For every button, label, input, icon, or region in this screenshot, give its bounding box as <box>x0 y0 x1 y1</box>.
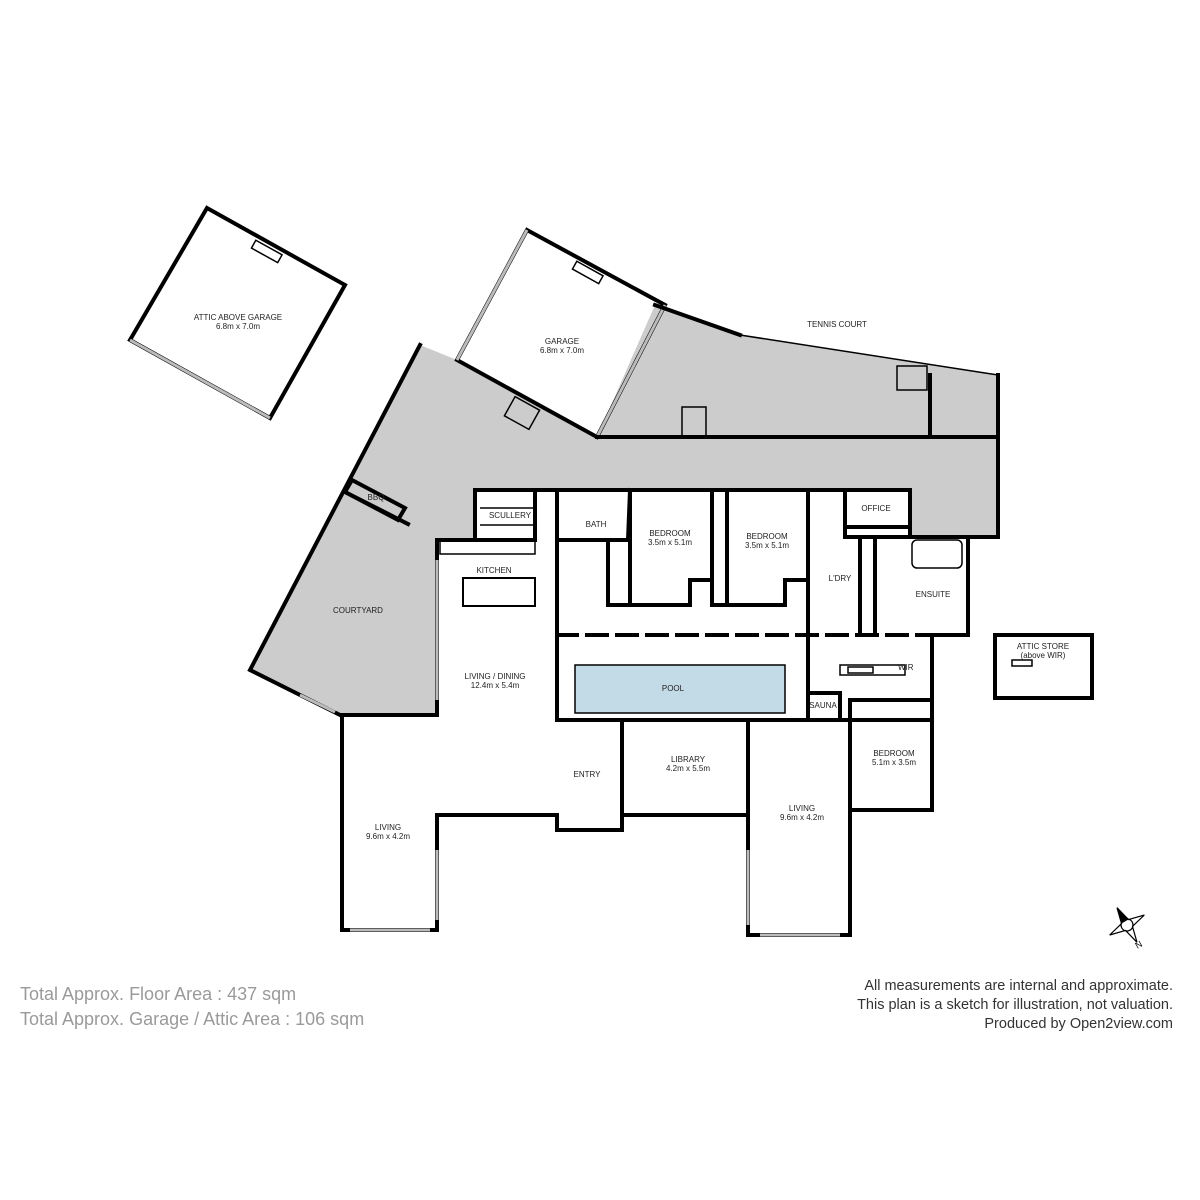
room-label: SCULLERY <box>489 511 532 520</box>
room-size: 3.5m x 5.1m <box>745 541 789 550</box>
room-label: COURTYARD <box>333 606 383 615</box>
svg-text:N: N <box>1133 939 1144 951</box>
room-size: 5.1m x 3.5m <box>872 758 916 767</box>
room-label: WIR <box>898 663 914 672</box>
room-label: ATTIC ABOVE GARAGE <box>194 313 282 322</box>
room-label: LIVING <box>789 804 815 813</box>
room-label: OFFICE <box>861 504 890 513</box>
disclaimer-line-2: This plan is a sketch for illustration, … <box>857 997 1173 1013</box>
room-label: LIBRARY <box>671 755 706 764</box>
room-size: 4.2m x 5.5m <box>666 764 710 773</box>
room-label: POOL <box>662 684 685 693</box>
room-size: 6.8m x 7.0m <box>216 322 260 331</box>
kitchen-island <box>462 577 536 607</box>
room-size: 9.6m x 4.2m <box>366 832 410 841</box>
pool <box>574 664 786 714</box>
bathtub-icon <box>911 539 963 569</box>
produced-by-text: Produced by Open2view.com <box>984 1016 1173 1032</box>
garage-stairs-icon <box>681 406 707 438</box>
compass-icon: N <box>1109 907 1145 951</box>
attic-ladder-icon <box>250 239 284 264</box>
room-label: LIVING / DINING <box>465 672 526 681</box>
garage-area-text: Total Approx. Garage / Attic Area : 106 … <box>20 1009 365 1029</box>
wir-ladder-icon <box>847 666 874 674</box>
room-label: BEDROOM <box>649 529 691 538</box>
disclaimer-line-1: All measurements are internal and approx… <box>864 978 1173 994</box>
room-label: L'DRY <box>829 574 852 583</box>
room-label: BEDROOM <box>746 532 788 541</box>
room-size: 9.6m x 4.2m <box>780 813 824 822</box>
floor-area-text: Total Approx. Floor Area : 437 sqm <box>20 984 297 1004</box>
room-label: BBQ <box>368 493 385 502</box>
room-label: BEDROOM <box>873 749 915 758</box>
room-label: ENSUITE <box>916 590 951 599</box>
garage-ladder-icon <box>571 260 605 285</box>
room-size: 6.8m x 7.0m <box>540 346 584 355</box>
attic-store-outline <box>993 633 1094 700</box>
tennis-stairs-icon <box>896 365 928 391</box>
room-size: 12.4m x 5.4m <box>471 681 520 690</box>
room-label: ATTIC STORE <box>1017 642 1069 651</box>
kitchen-bench <box>439 540 536 555</box>
room-size: 3.5m x 5.1m <box>648 538 692 547</box>
room-note: (above WIR) <box>1021 651 1066 660</box>
room-label: ENTRY <box>574 770 602 779</box>
room-label: BATH <box>586 520 607 529</box>
room-label: SAUNA <box>809 701 837 710</box>
room-label: GARAGE <box>545 337 579 346</box>
room-label: LIVING <box>375 823 401 832</box>
room-label: KITCHEN <box>476 566 511 575</box>
room-label: TENNIS COURT <box>807 320 867 329</box>
stairs-icon <box>503 395 541 431</box>
